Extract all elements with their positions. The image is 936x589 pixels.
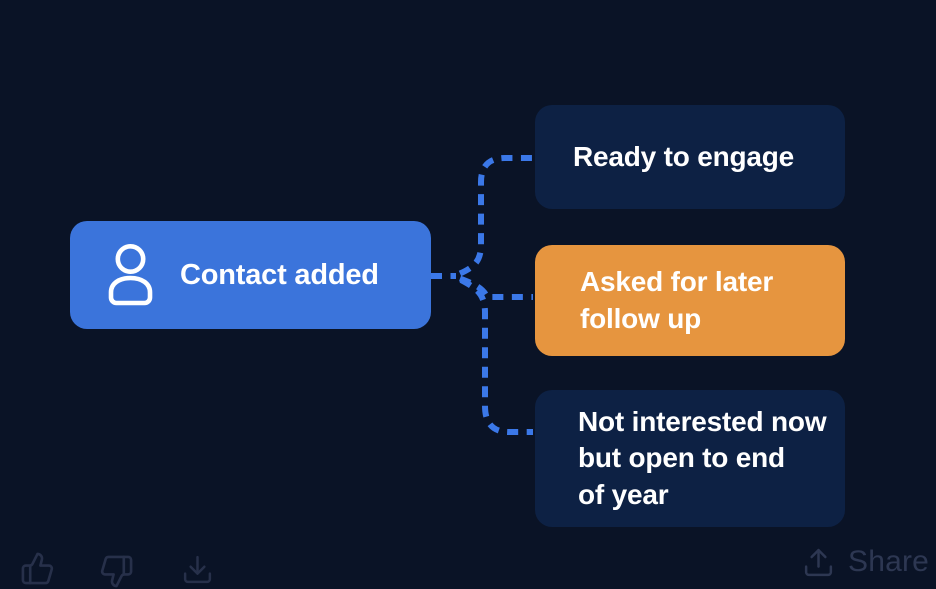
connector-middle <box>458 275 533 300</box>
thumbs-up-icon <box>21 552 54 585</box>
thumbs-up-button[interactable] <box>20 551 55 586</box>
person-icon <box>108 244 153 306</box>
node-label: Asked for later follow up <box>580 266 774 334</box>
share-button[interactable]: Share <box>802 545 929 579</box>
thumbs-down-icon <box>100 555 133 588</box>
node-not-interested-now: Not interested now but open to end of ye… <box>535 390 845 527</box>
node-label: Not interested now but open to end of ye… <box>578 406 827 510</box>
node-ready-to-engage: Ready to engage <box>535 105 845 209</box>
download-icon <box>183 555 212 584</box>
download-button[interactable] <box>181 553 214 586</box>
upload-icon <box>804 548 833 576</box>
node-label: Contact added <box>180 258 379 291</box>
node-contact-added: Contact added <box>70 221 431 329</box>
node-asked-for-later-follow-up: Asked for later follow up <box>535 245 845 356</box>
connector-top <box>458 155 533 277</box>
connector-bottom <box>459 277 533 435</box>
share-label: Share <box>848 545 930 578</box>
node-label: Ready to engage <box>573 140 795 172</box>
thumbs-down-button[interactable] <box>99 554 134 589</box>
